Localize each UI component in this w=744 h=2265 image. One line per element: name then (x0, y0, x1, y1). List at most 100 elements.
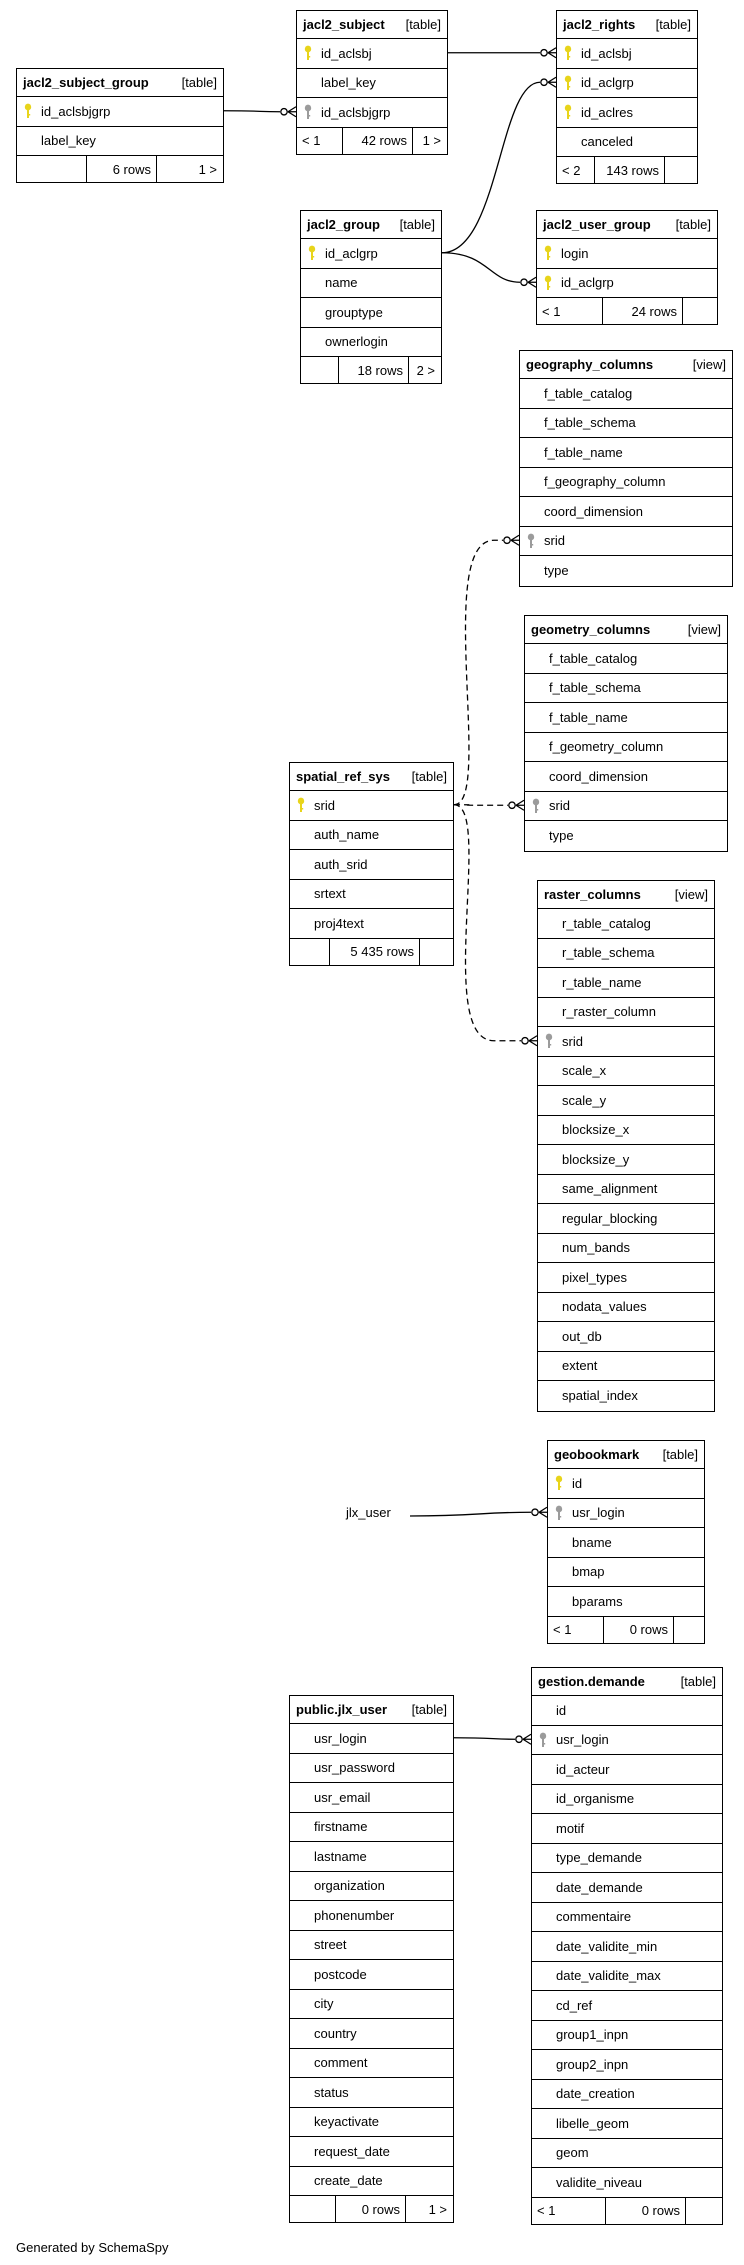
table-name[interactable]: geometry_columns (531, 622, 651, 637)
column-row[interactable]: f_table_schema (525, 674, 727, 703)
parent-count-link[interactable] (290, 2196, 336, 2222)
column-row[interactable]: city (290, 1990, 453, 2019)
column-row[interactable]: f_table_schema (520, 409, 732, 438)
column-row[interactable]: id_aclsbjgrp (17, 97, 223, 127)
column-row[interactable]: regular_blocking (538, 1204, 714, 1234)
column-row[interactable]: num_bands (538, 1234, 714, 1263)
column-row[interactable]: id_aclgrp (301, 239, 441, 269)
column-row[interactable]: id_acteur (532, 1755, 722, 1785)
column-row[interactable]: create_date (290, 2167, 453, 2196)
column-row[interactable]: f_table_name (525, 703, 727, 733)
column-row[interactable]: same_alignment (538, 1175, 714, 1204)
parent-count-link[interactable] (301, 357, 339, 383)
table-name[interactable]: raster_columns (544, 887, 641, 902)
column-row[interactable]: type (525, 821, 727, 851)
column-row[interactable]: comment (290, 2049, 453, 2078)
column-row[interactable]: canceled (557, 128, 697, 157)
column-row[interactable]: out_db (538, 1322, 714, 1352)
child-count-link[interactable] (686, 2198, 721, 2224)
column-row[interactable]: request_date (290, 2137, 453, 2167)
table-name[interactable]: gestion.demande (538, 1674, 645, 1689)
column-row[interactable]: group2_inpn (532, 2050, 722, 2080)
column-row[interactable]: auth_name (290, 821, 453, 850)
column-row[interactable]: type_demande (532, 1844, 722, 1873)
column-row[interactable]: id_aclres (557, 98, 697, 128)
column-row[interactable]: phonenumber (290, 1901, 453, 1931)
table-name[interactable]: jacl2_subject (303, 17, 385, 32)
column-row[interactable]: proj4text (290, 909, 453, 939)
table-name[interactable]: spatial_ref_sys (296, 769, 390, 784)
column-row[interactable]: f_geography_column (520, 468, 732, 497)
table-name[interactable]: geography_columns (526, 357, 654, 372)
column-row[interactable]: usr_email (290, 1783, 453, 1813)
column-row[interactable]: id_aclgrp (537, 269, 717, 298)
column-row[interactable]: srid (290, 791, 453, 821)
column-row[interactable]: date_validite_min (532, 1932, 722, 1962)
column-row[interactable]: id (548, 1469, 704, 1499)
column-row[interactable]: usr_login (548, 1499, 704, 1528)
column-row[interactable]: r_table_catalog (538, 909, 714, 939)
column-row[interactable]: id_aclsbjgrp (297, 98, 447, 128)
parent-count-link[interactable]: < 1 (532, 2197, 606, 2224)
column-row[interactable]: street (290, 1931, 453, 1960)
column-row[interactable]: date_creation (532, 2080, 722, 2109)
column-row[interactable]: type (520, 556, 732, 586)
child-count-link[interactable]: 1 > (428, 2201, 447, 2217)
external-table-jlx-user-label[interactable]: jlx_user (346, 1505, 391, 1520)
parent-count-link[interactable]: < 2 (557, 157, 595, 183)
column-row[interactable]: srid (538, 1027, 714, 1057)
table-name[interactable]: public.jlx_user (296, 1702, 388, 1717)
column-row[interactable]: usr_password (290, 1754, 453, 1783)
column-row[interactable]: validite_niveau (532, 2168, 722, 2198)
column-row[interactable]: bmap (548, 1558, 704, 1587)
column-row[interactable]: id (532, 1696, 722, 1726)
table-name[interactable]: jacl2_group (307, 217, 380, 232)
column-row[interactable]: commentaire (532, 1903, 722, 1932)
table-name[interactable]: jacl2_subject_group (23, 75, 149, 90)
column-row[interactable]: id_aclsbj (557, 39, 697, 69)
column-row[interactable]: status (290, 2078, 453, 2108)
column-row[interactable]: cd_ref (532, 1991, 722, 2021)
column-row[interactable]: coord_dimension (525, 762, 727, 792)
column-row[interactable]: keyactivate (290, 2108, 453, 2137)
column-row[interactable]: organization (290, 1872, 453, 1901)
column-row[interactable]: date_demande (532, 1873, 722, 1903)
column-row[interactable]: bname (548, 1528, 704, 1558)
column-row[interactable]: name (301, 269, 441, 298)
parent-count-link[interactable]: < 1 (548, 1616, 604, 1643)
table-name[interactable]: jacl2_user_group (543, 217, 651, 232)
table-name[interactable]: jacl2_rights (563, 17, 636, 32)
child-count-link[interactable] (420, 939, 452, 965)
column-row[interactable]: usr_login (290, 1724, 453, 1754)
column-row[interactable]: id_aclgrp (557, 69, 697, 98)
column-row[interactable]: pixel_types (538, 1263, 714, 1293)
column-row[interactable]: f_table_catalog (520, 379, 732, 409)
parent-count-link[interactable]: < 1 (537, 298, 603, 324)
parent-count-link[interactable]: < 1 (297, 127, 343, 154)
column-row[interactable]: spatial_index (538, 1381, 714, 1411)
column-row[interactable]: srtext (290, 880, 453, 909)
column-row[interactable]: label_key (297, 69, 447, 98)
column-row[interactable]: extent (538, 1352, 714, 1381)
column-row[interactable]: libelle_geom (532, 2109, 722, 2139)
column-row[interactable]: country (290, 2019, 453, 2049)
child-count-link[interactable] (674, 1617, 703, 1643)
column-row[interactable]: date_validite_max (532, 1962, 722, 1991)
column-row[interactable]: label_key (17, 127, 223, 156)
column-row[interactable]: blocksize_y (538, 1145, 714, 1175)
column-row[interactable]: coord_dimension (520, 497, 732, 527)
column-row[interactable]: postcode (290, 1960, 453, 1990)
parent-count-link[interactable] (17, 156, 87, 182)
column-row[interactable]: srid (525, 792, 727, 821)
column-row[interactable]: r_table_schema (538, 939, 714, 968)
column-row[interactable]: blocksize_x (538, 1116, 714, 1145)
